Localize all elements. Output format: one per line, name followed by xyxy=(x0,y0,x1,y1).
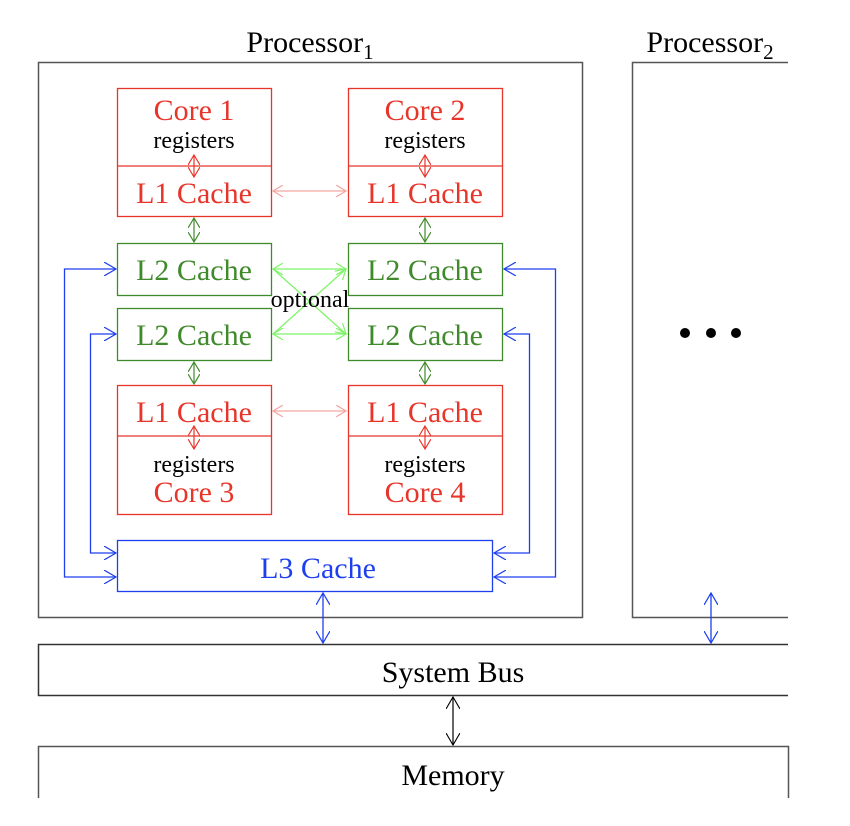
core-3-l1-cache: L1 Cache xyxy=(136,396,252,429)
core-3-registers: registers xyxy=(153,452,234,478)
core-3: L1 Cache registers Core 3 xyxy=(116,384,273,516)
l2-cache-4: L2 Cache xyxy=(347,307,504,362)
memory: Memory xyxy=(37,745,790,798)
l2-cache-3: L2 Cache xyxy=(116,307,273,362)
l2-cache-4-label: L2 Cache xyxy=(367,319,483,352)
system-bus: System Bus xyxy=(37,643,788,697)
l2-cache-1-label: L2 Cache xyxy=(136,254,252,287)
l2-cache-1: L2 Cache xyxy=(116,242,273,297)
core-4: L1 Cache registers Core 4 xyxy=(347,384,504,516)
processor-1-title: Processor1 xyxy=(246,26,373,64)
l3-cache-label: L3 Cache xyxy=(260,552,376,585)
core-2-l1-cache: L1 Cache xyxy=(367,177,483,210)
l2-cache-3-label: L2 Cache xyxy=(136,319,252,352)
core-2: Core 2 registers L1 Cache xyxy=(347,87,504,218)
memory-label: Memory xyxy=(401,759,504,792)
core-4-l1-cache: L1 Cache xyxy=(367,396,483,429)
l2-l3-links xyxy=(63,269,557,577)
core-1-label: Core 1 xyxy=(154,94,235,127)
processor-1: Processor1 xyxy=(37,26,584,619)
processor-2: Processor2 xyxy=(631,26,788,619)
processor-2-title: Processor2 xyxy=(646,26,773,64)
processor-1-frame xyxy=(37,61,584,619)
core-1-l1-cache: L1 Cache xyxy=(136,177,252,210)
optional-label: optional xyxy=(271,287,350,313)
l2-cache-2: L2 Cache xyxy=(347,242,504,297)
core-4-registers: registers xyxy=(384,452,465,478)
system-bus-label: System Bus xyxy=(382,656,525,689)
ellipsis-icon xyxy=(680,328,741,338)
core-2-label: Core 2 xyxy=(385,94,466,127)
core-1: Core 1 registers L1 Cache xyxy=(116,87,273,218)
l2-cache-2-label: L2 Cache xyxy=(367,254,483,287)
l2-optional-links: optional xyxy=(271,269,350,334)
core-3-label: Core 3 xyxy=(154,476,235,509)
core-1-registers: registers xyxy=(153,128,234,154)
processor-2-frame xyxy=(631,61,788,619)
core-4-label: Core 4 xyxy=(385,476,466,509)
core-2-registers: registers xyxy=(384,128,465,154)
l3-cache: L3 Cache xyxy=(116,539,494,593)
